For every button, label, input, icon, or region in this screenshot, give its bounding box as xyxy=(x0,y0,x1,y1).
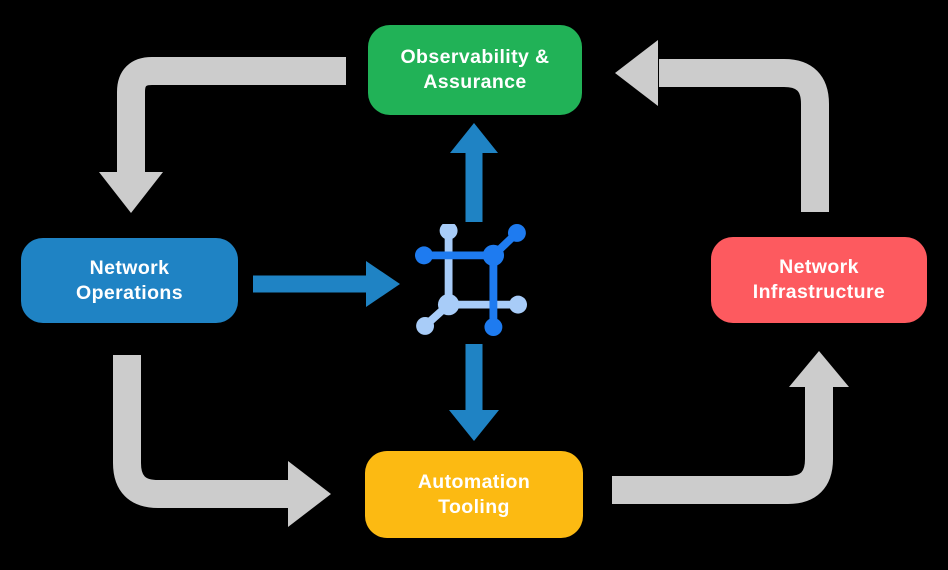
node-automation-tooling: Automation Tooling xyxy=(365,451,583,538)
cycle-arrow-observability-to-network-operations xyxy=(99,57,346,213)
cycle-arrow-network-operations-to-automation-tooling xyxy=(113,355,331,527)
node-observability-label-line2: Assurance xyxy=(423,71,527,93)
flow-arrow-center-to-observability xyxy=(450,123,498,222)
node-network-infrastructure-label-line1: Network xyxy=(779,256,859,279)
node-automation-tooling-label-line2: Tooling xyxy=(438,495,510,518)
cycle-arrow-automation-tooling-to-network-infrastructure xyxy=(612,351,849,504)
node-network-operations-label-line2: Operations xyxy=(76,281,183,304)
network-automation-icon xyxy=(415,224,527,336)
node-network-operations: Network Operations xyxy=(21,238,238,323)
flow-arrow-network-operations-to-center xyxy=(253,261,400,307)
node-automation-tooling-label-line1: Automation xyxy=(417,470,531,493)
cycle-arrow-network-infrastructure-to-observability xyxy=(615,40,829,212)
node-observability-label-line1: Observability & xyxy=(400,46,550,69)
node-network-infrastructure-label-line2: Infrastructure xyxy=(752,281,886,303)
node-network-operations-label-line1: Network xyxy=(89,256,170,279)
flow-arrow-center-to-automation-tooling xyxy=(449,344,499,441)
node-network-infrastructure: Network Infrastructure xyxy=(711,237,927,323)
node-observability-assurance: Observability & Assurance xyxy=(368,25,582,115)
icon-dark-part xyxy=(415,224,526,336)
